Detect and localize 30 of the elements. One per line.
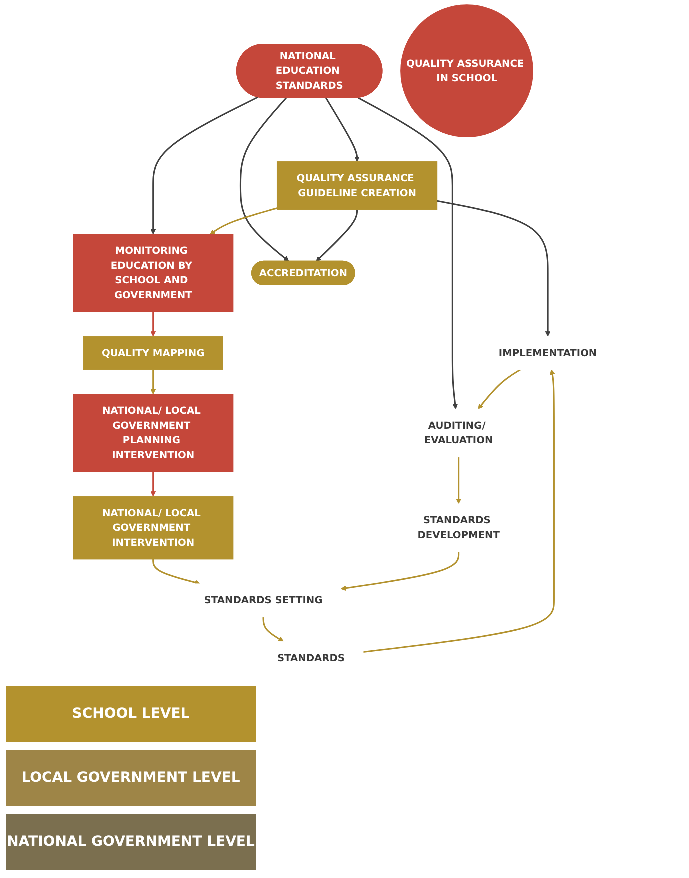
arrow [437,200,551,337]
arrow [358,97,458,410]
arrow [150,96,258,235]
arrow [240,98,290,262]
legend-label: SCHOOL LEVEL [72,706,190,722]
arrow [152,559,200,586]
node-text: AUDITING/ EVALUATION [424,420,494,446]
legend-label: NATIONAL GOVERNMENT LEVEL [7,834,255,850]
arrow [150,370,156,395]
node-text: STANDARDS [277,652,345,664]
arrow [478,369,522,410]
node-box: QUALITY MAPPING [83,336,224,370]
arrow [150,472,156,497]
node-text: STANDARDS SETTING [204,594,323,606]
node-text: IMPLEMENTATION [498,347,598,359]
arrow [150,312,156,337]
node-circle: QUALITY ASSURANCE IN SCHOOL [400,4,534,138]
arrow [456,457,462,504]
arrow [326,98,360,162]
arrow [210,208,278,235]
node-box: NATIONAL/ LOCAL GOVERNMENT INTERVENTION [73,496,234,560]
arrow [340,552,460,592]
arrow [363,370,556,653]
node-box: NATIONAL/ LOCAL GOVERNMENT PLANNING INTERVENTION [73,394,234,472]
arrow [262,617,284,642]
arrow [316,210,358,262]
node-text: STANDARDS DEVELOPMENT [418,514,500,541]
legend-label: LOCAL GOVERNMENT LEVEL [22,770,240,786]
node-box: MONITORING EDUCATION BY SCHOOL AND GOVERNMENT [73,234,234,312]
node-box: QUALITY ASSURANCE GUIDELINE CREATION [276,162,438,210]
